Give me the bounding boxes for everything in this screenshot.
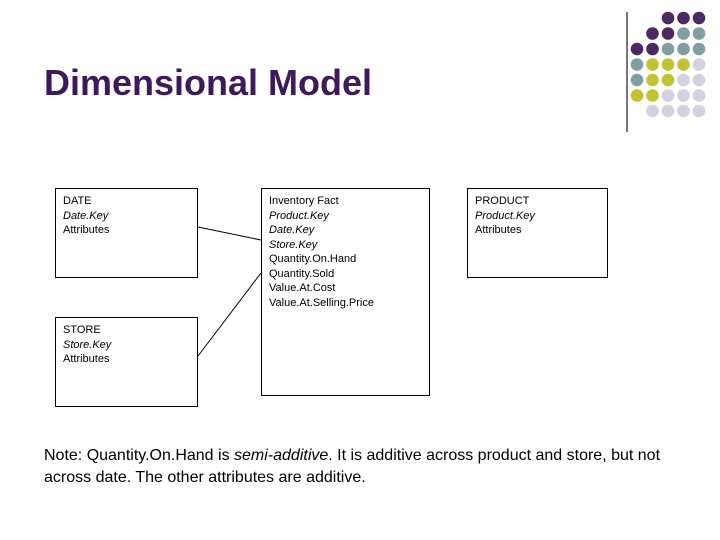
- decorative-dot: [661, 27, 675, 40]
- connector-store-fact: [197, 272, 262, 357]
- fact-store-key: Store.Key: [269, 238, 318, 251]
- decorative-dot: [646, 27, 659, 40]
- inventory-fact-box: Inventory Fact Product.Key Date.Key Stor…: [261, 188, 430, 396]
- store-attributes: Attributes: [63, 353, 110, 365]
- decorative-dot: [630, 73, 644, 87]
- date-key-attr: Date.Key: [63, 209, 109, 222]
- fact-quantity-on-hand: Quantity.On.Hand: [269, 253, 357, 265]
- date-entity-name: DATE: [63, 195, 92, 207]
- decorative-dot: [646, 42, 659, 56]
- fact-product-key: Product.Key: [269, 209, 329, 222]
- decorative-dot: [692, 42, 706, 56]
- fact-value-at-selling-price: Value.At.Selling.Price: [269, 296, 374, 309]
- decorative-dot: [646, 104, 659, 118]
- decorative-dot: [692, 89, 706, 102]
- date-dimension-box: DATE Date.Key Attributes: [55, 188, 198, 278]
- fact-quantity-sold: Quantity.Sold: [269, 267, 335, 280]
- product-attributes: Attributes: [475, 224, 522, 236]
- decorative-dot: [677, 42, 690, 56]
- footnote: Note: Quantity.On.Hand is semi-additive.…: [44, 445, 704, 489]
- decorative-dot: [646, 89, 659, 102]
- product-entity-name: PRODUCT: [475, 195, 530, 207]
- note-suffix: . It is additive across product and stor…: [44, 447, 661, 486]
- decorative-dot: [677, 58, 690, 71]
- decorative-dot: [677, 27, 690, 40]
- connector-date-fact: [197, 226, 262, 241]
- note-emphasis: semi-additive: [234, 447, 329, 464]
- decorative-dot: [630, 58, 644, 71]
- fact-entity-name: Inventory Fact: [269, 195, 339, 207]
- decorative-dot: [692, 58, 706, 71]
- decorative-dot: [677, 11, 690, 25]
- decorative-dot: [630, 42, 644, 56]
- decorative-dot: [661, 89, 675, 102]
- decorative-dot: [661, 42, 675, 56]
- decorative-dot: [692, 73, 706, 87]
- store-dimension-box: STORE Store.Key Attributes: [55, 317, 198, 407]
- decorative-dot: [677, 73, 690, 87]
- decorative-dot: [692, 27, 706, 40]
- decorative-dot-grid: [630, 11, 706, 118]
- fact-value-at-cost: Value.At.Cost: [269, 282, 336, 294]
- decorative-dot: [692, 11, 706, 25]
- product-dimension-box: PRODUCT Product.Key Attributes: [467, 188, 608, 278]
- decorative-dot: [677, 104, 690, 118]
- decorative-divider: [626, 12, 628, 132]
- decorative-dot: [661, 73, 675, 87]
- decorative-dot: [646, 58, 659, 71]
- decorative-dot: [692, 104, 706, 118]
- decorative-dot: [661, 11, 675, 25]
- note-prefix: Note: Quantity.On.Hand is: [44, 447, 235, 464]
- decorative-dot: [630, 89, 644, 102]
- decorative-dot: [661, 58, 675, 71]
- decorative-dot: [646, 73, 659, 87]
- date-attributes: Attributes: [63, 224, 110, 236]
- decorative-dot: [677, 89, 690, 102]
- slide-title: Dimensional Model: [44, 62, 373, 103]
- store-key-attr: Store.Key: [63, 338, 112, 351]
- decorative-dot: [661, 104, 675, 118]
- product-key-attr: Product.Key: [475, 209, 535, 222]
- store-entity-name: STORE: [63, 324, 101, 336]
- fact-date-key: Date.Key: [269, 224, 315, 236]
